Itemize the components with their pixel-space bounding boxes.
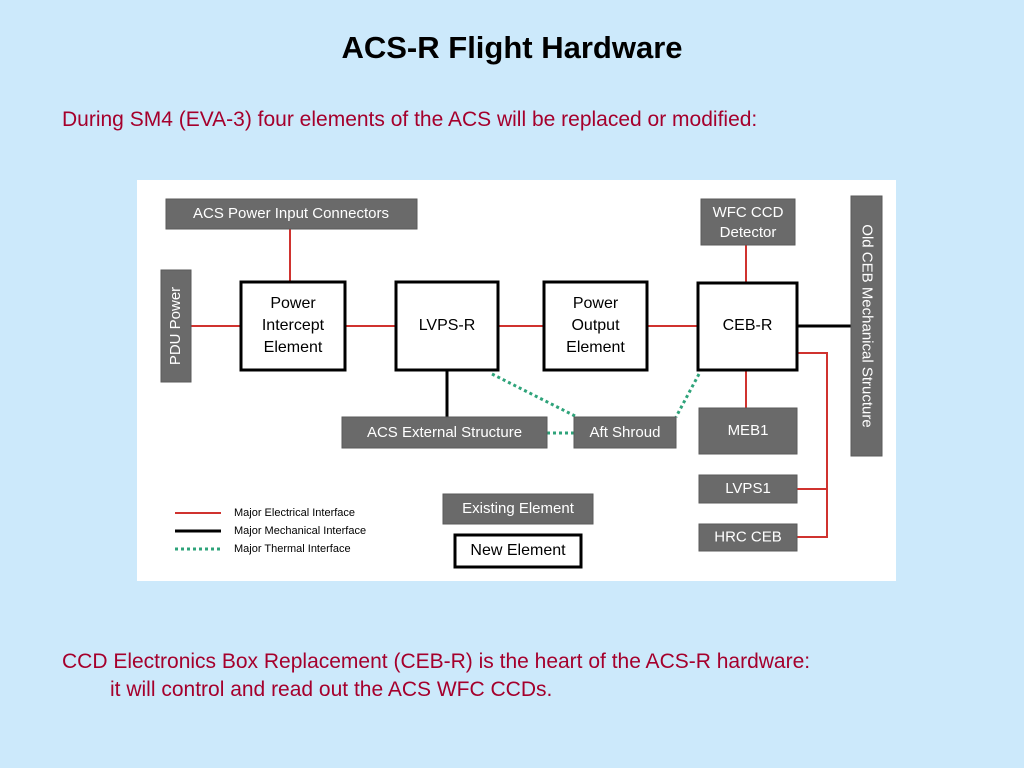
hrc-ceb-label: HRC CEB (714, 528, 782, 545)
legend: Major Electrical Interface Major Mechani… (175, 493, 594, 569)
legend-electrical-label: Major Electrical Interface (234, 507, 355, 519)
power-intercept-element: Power Intercept Element (239, 280, 347, 372)
meb1: MEB1 (698, 407, 798, 455)
legend-mechanical-label: Major Mechanical Interface (234, 525, 366, 537)
legend-existing-element: Existing Element (442, 493, 594, 525)
acs-external-structure-label: ACS External Structure (367, 424, 522, 441)
power-output-label-line1: Power (573, 295, 619, 312)
power-intercept-label-line1: Power (270, 295, 316, 312)
legend-new-element-label: New Element (470, 542, 566, 559)
acs-external-structure: ACS External Structure (341, 416, 548, 449)
connections (191, 229, 851, 538)
hrc-ceb: HRC CEB (698, 523, 798, 552)
ceb-r-label: CEB-R (723, 317, 773, 334)
legend-existing-element-label: Existing Element (462, 500, 575, 517)
diagram-panel: ACS Power Input Connectors PDU Power WFC… (137, 180, 896, 581)
intro-text: During SM4 (EVA-3) four elements of the … (62, 108, 758, 131)
thermal-ceb-r-to-aft-shroud (674, 373, 701, 418)
aft-shroud: Aft Shroud (573, 416, 677, 449)
wfc-ccd-detector-label-line2: Detector (720, 224, 777, 241)
lvps1-label: LVPS1 (725, 480, 771, 497)
legend-thermal-label: Major Thermal Interface (234, 543, 351, 555)
block-diagram: ACS Power Input Connectors PDU Power WFC… (160, 195, 883, 569)
legend-new-element: New Element (453, 533, 583, 569)
acs-power-input-connectors-label: ACS Power Input Connectors (193, 205, 389, 222)
power-output-element: Power Output Element (542, 280, 649, 372)
summary-line-1: CCD Electronics Box Replacement (CEB-R) … (62, 650, 811, 673)
thermal-lvps-r-to-aft-shroud (491, 372, 578, 419)
electrical-ceb-r-bus (797, 352, 828, 538)
lvps1: LVPS1 (698, 474, 798, 504)
meb1-label: MEB1 (728, 422, 769, 439)
wfc-ccd-detector: WFC CCD Detector (700, 198, 796, 246)
acs-power-input-connectors: ACS Power Input Connectors (165, 198, 418, 230)
wfc-ccd-detector-label-line1: WFC CCD (713, 204, 784, 221)
lvps-r: LVPS-R (394, 280, 500, 372)
power-intercept-label-line2: Intercept (262, 317, 325, 334)
lvps-r-label: LVPS-R (419, 317, 476, 334)
slide-title: ACS-R Flight Hardware (341, 30, 683, 65)
power-output-label-line2: Output (571, 317, 620, 334)
old-ceb-mechanical-structure: Old CEB Mechanical Structure (850, 195, 883, 457)
summary-line-2: it will control and read out the ACS WFC… (110, 678, 553, 701)
pdu-power: PDU Power (160, 269, 192, 383)
aft-shroud-label: Aft Shroud (590, 424, 661, 441)
ceb-r: CEB-R (696, 281, 799, 372)
power-output-label-line3: Element (566, 339, 625, 356)
old-ceb-mechanical-structure-label: Old CEB Mechanical Structure (859, 224, 876, 427)
power-intercept-label-line3: Element (264, 339, 323, 356)
pdu-power-label: PDU Power (167, 287, 184, 365)
summary-text: CCD Electronics Box Replacement (CEB-R) … (62, 648, 982, 704)
